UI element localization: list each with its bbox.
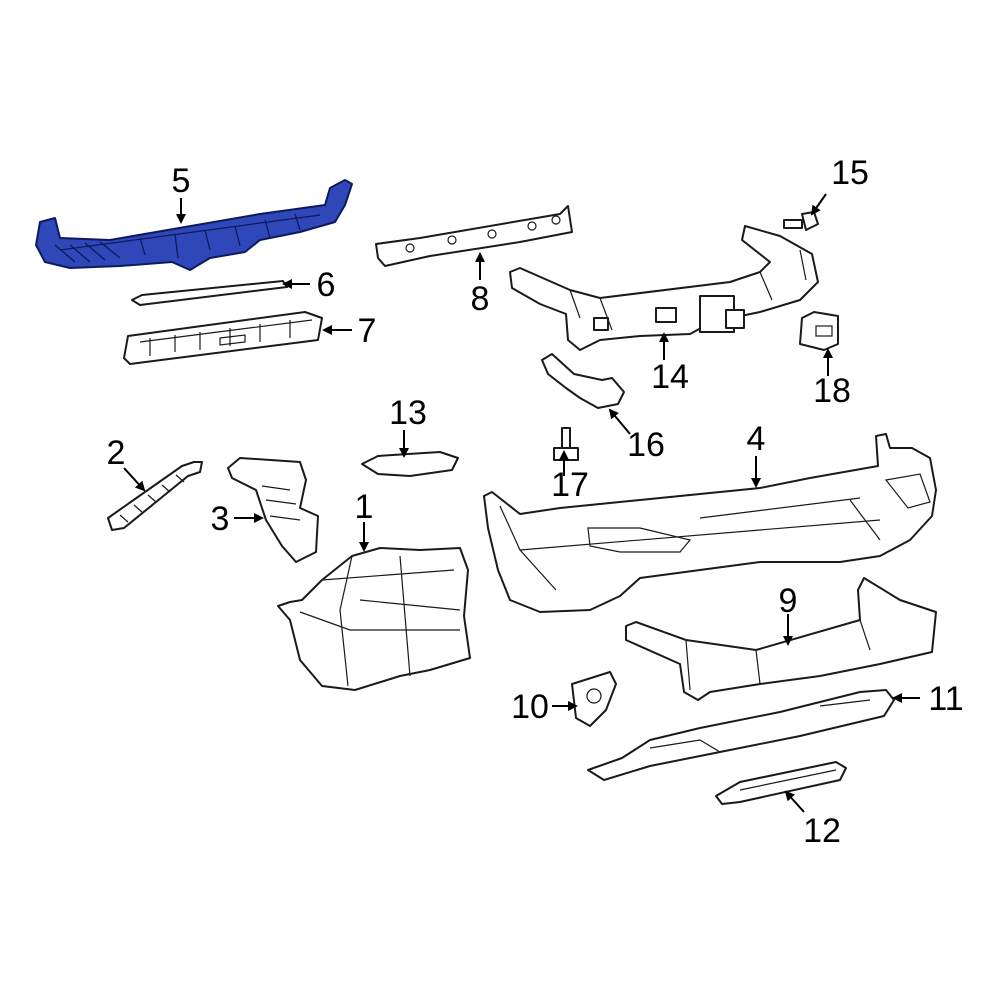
callout-16: 16 [627, 426, 665, 464]
part-1[interactable] [277, 547, 471, 691]
part-9[interactable] [625, 577, 937, 701]
part-18[interactable] [799, 311, 839, 351]
part-2[interactable] [107, 461, 203, 531]
callout-5: 5 [172, 162, 191, 200]
leader-16 [608, 408, 631, 435]
part-16[interactable] [541, 353, 625, 409]
callout-7: 7 [358, 312, 377, 350]
part-4[interactable] [483, 433, 937, 613]
callout-6: 6 [317, 266, 336, 304]
part-15[interactable] [783, 211, 819, 231]
callout-2: 2 [107, 434, 126, 472]
callout-12: 12 [803, 812, 841, 850]
callout-4: 4 [747, 420, 766, 458]
callout-13: 13 [389, 394, 427, 432]
part-17[interactable] [553, 427, 579, 461]
part-6[interactable] [131, 280, 288, 306]
callout-8: 8 [471, 280, 490, 318]
part-13[interactable] [361, 451, 459, 477]
callout-3: 3 [211, 500, 230, 538]
part-8[interactable] [375, 205, 573, 267]
part-7[interactable] [123, 311, 323, 365]
callout-10: 10 [511, 688, 549, 726]
callout-15: 15 [831, 154, 869, 192]
leader-lines [123, 193, 920, 813]
leader-12 [784, 790, 805, 813]
callout-18: 18 [813, 372, 851, 410]
callout-1: 1 [355, 488, 374, 526]
leader-2 [123, 467, 146, 492]
part-14[interactable] [509, 225, 819, 351]
part-5-highlighted[interactable] [35, 179, 353, 271]
callout-14: 14 [651, 358, 689, 396]
part-11[interactable] [587, 689, 895, 781]
callout-labels: 1 2 3 4 5 6 7 8 9 10 11 12 13 14 15 16 1… [107, 154, 964, 850]
part-10[interactable] [571, 671, 617, 727]
leader-15 [810, 193, 827, 216]
callout-9: 9 [779, 582, 798, 620]
part-12[interactable] [715, 761, 847, 805]
part-3[interactable] [227, 457, 319, 563]
callout-11: 11 [928, 680, 963, 718]
callout-17: 17 [551, 466, 589, 504]
